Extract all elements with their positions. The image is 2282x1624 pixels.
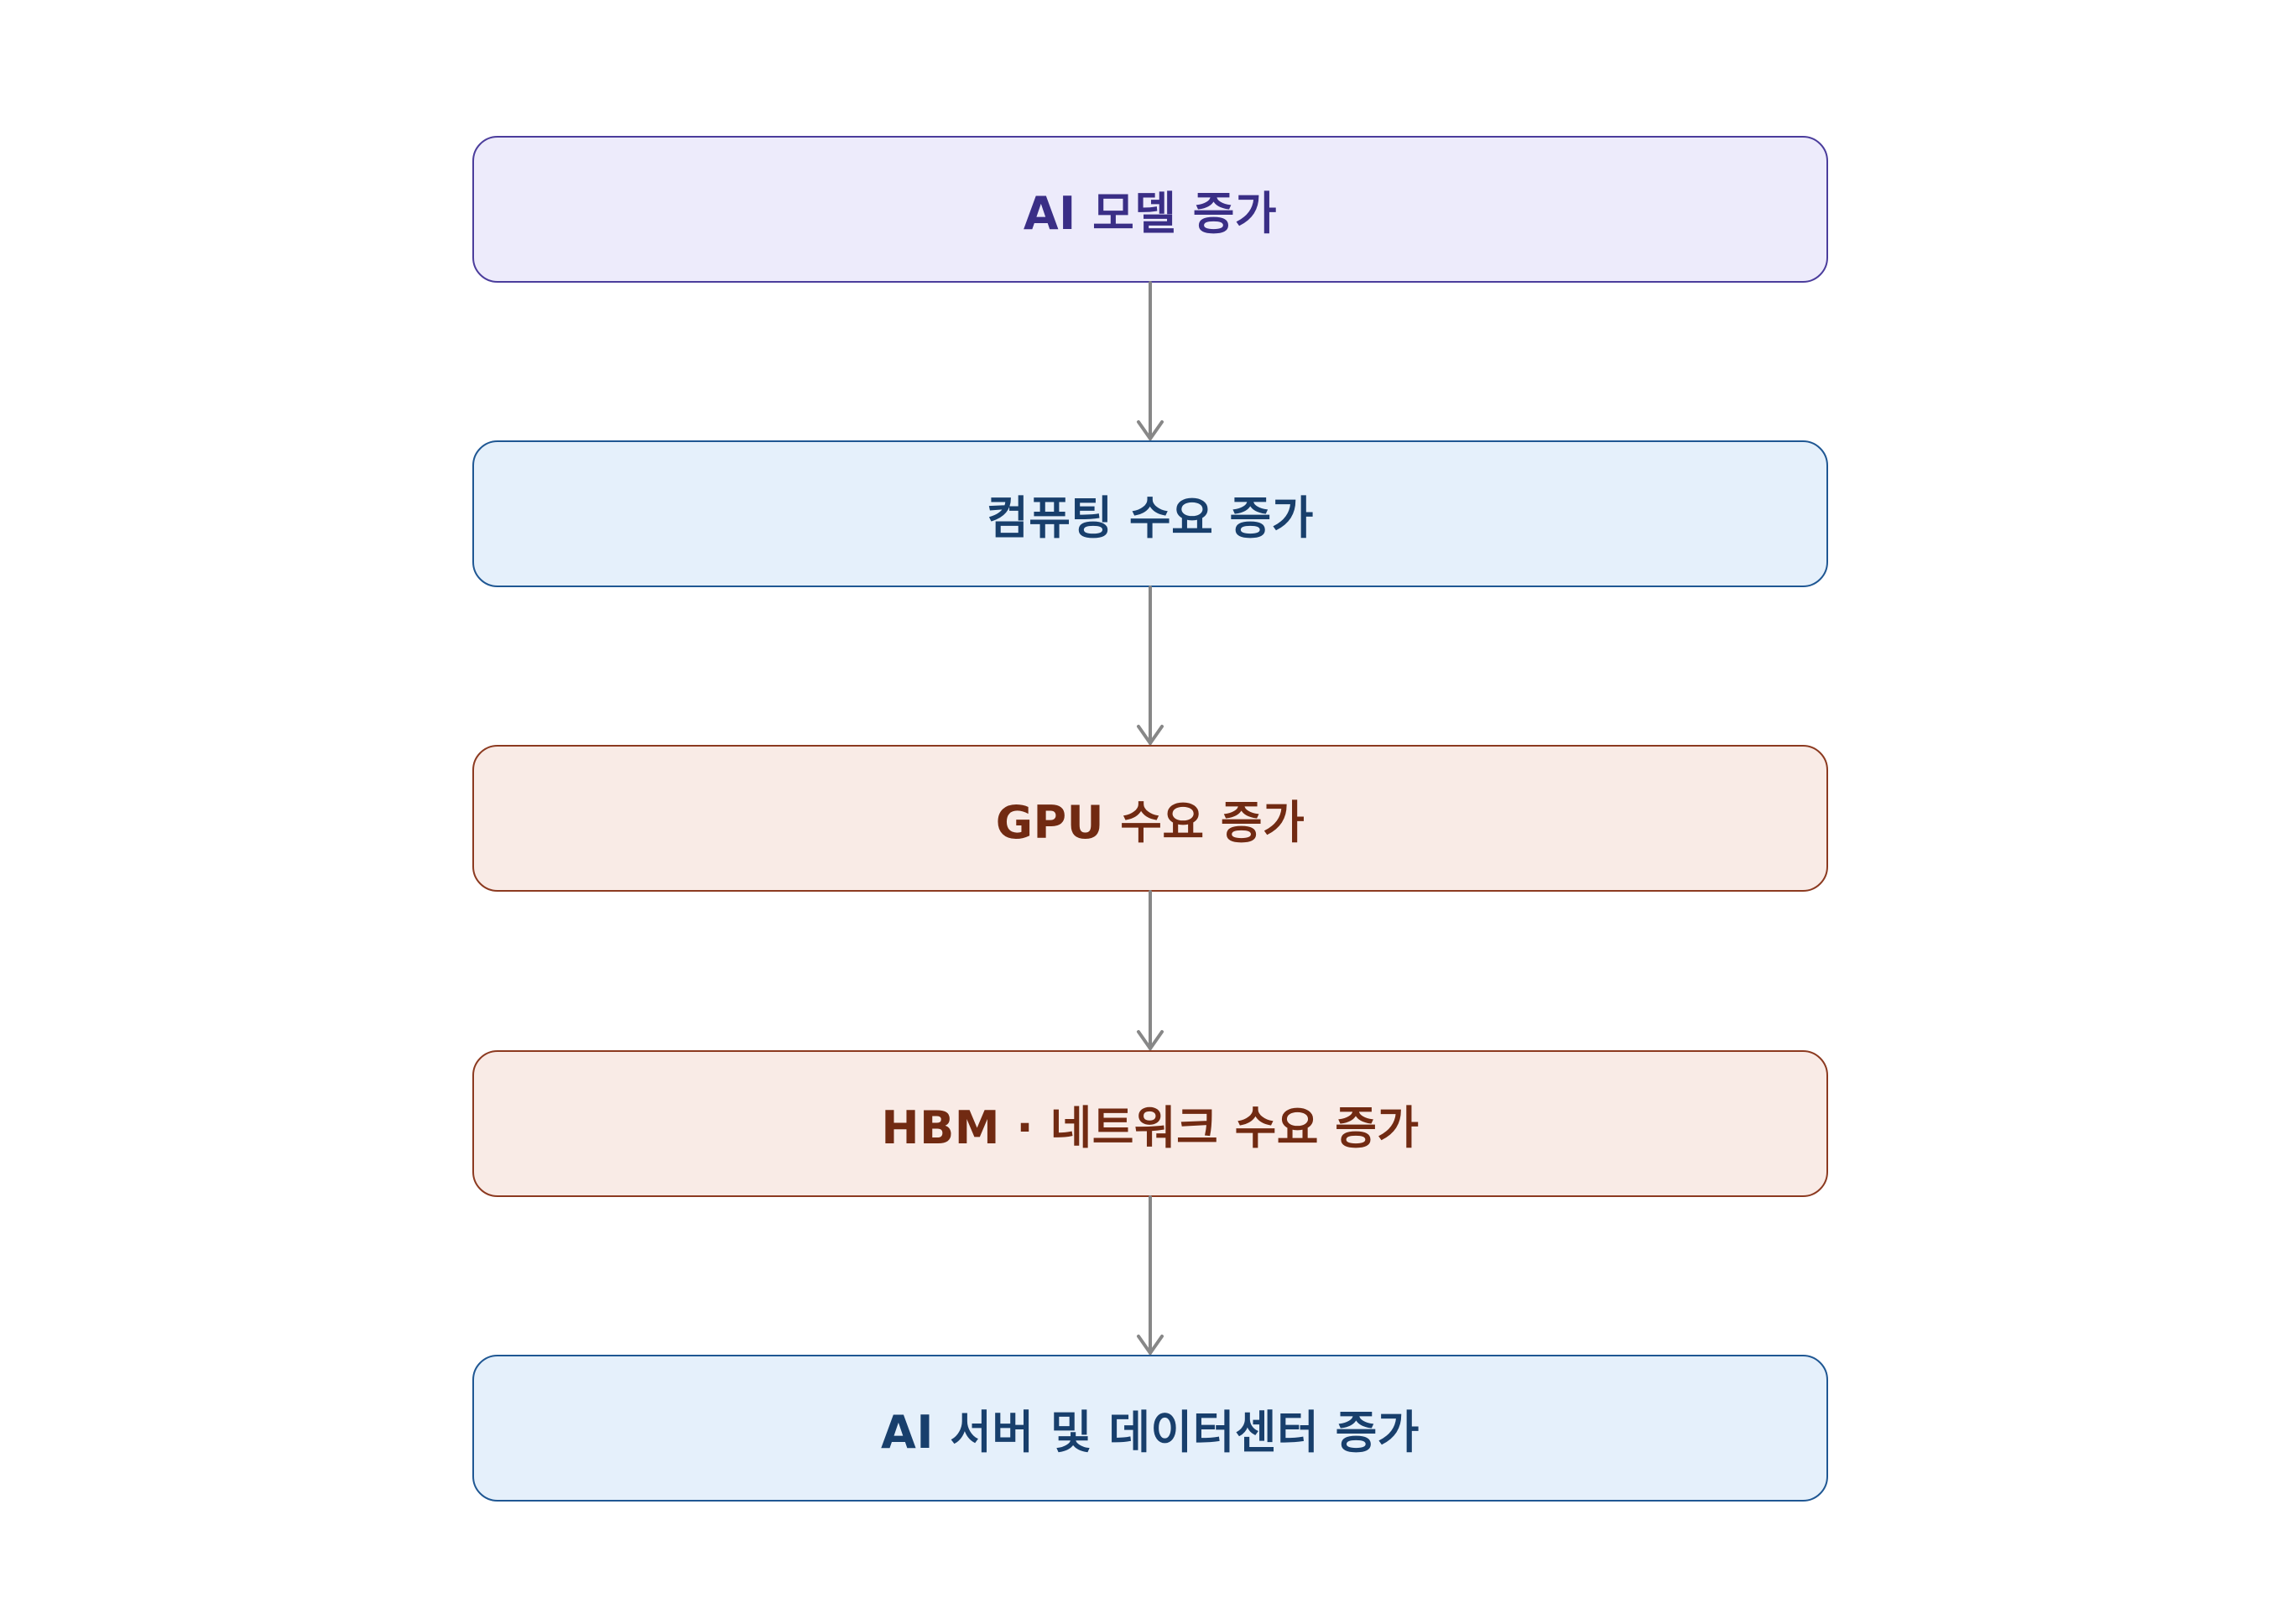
node-ai-model-increase: AI 모델 증가 (472, 136, 1828, 283)
arrow-4-to-5 (1137, 1195, 1164, 1355)
arrow-3-to-4 (1137, 890, 1164, 1050)
node-hbm-network-demand-increase: HBM · 네트워크 수요 증가 (472, 1050, 1828, 1197)
arrow-1-to-2 (1137, 281, 1164, 440)
arrow-2-to-3 (1137, 586, 1164, 745)
node-ai-server-datacenter-increase: AI 서버 및 데이터센터 증가 (472, 1355, 1828, 1502)
node-label: HBM · 네트워크 수요 증가 (881, 1101, 1420, 1154)
node-label: AI 모델 증가 (1023, 187, 1278, 240)
node-label: 컴퓨팅 수요 증가 (987, 492, 1314, 544)
node-gpu-demand-increase: GPU 수요 증가 (472, 745, 1828, 892)
node-label: GPU 수요 증가 (995, 796, 1305, 849)
node-label: AI 서버 및 데이터센터 증가 (881, 1406, 1420, 1459)
node-computing-demand-increase: 컴퓨팅 수요 증가 (472, 440, 1828, 587)
